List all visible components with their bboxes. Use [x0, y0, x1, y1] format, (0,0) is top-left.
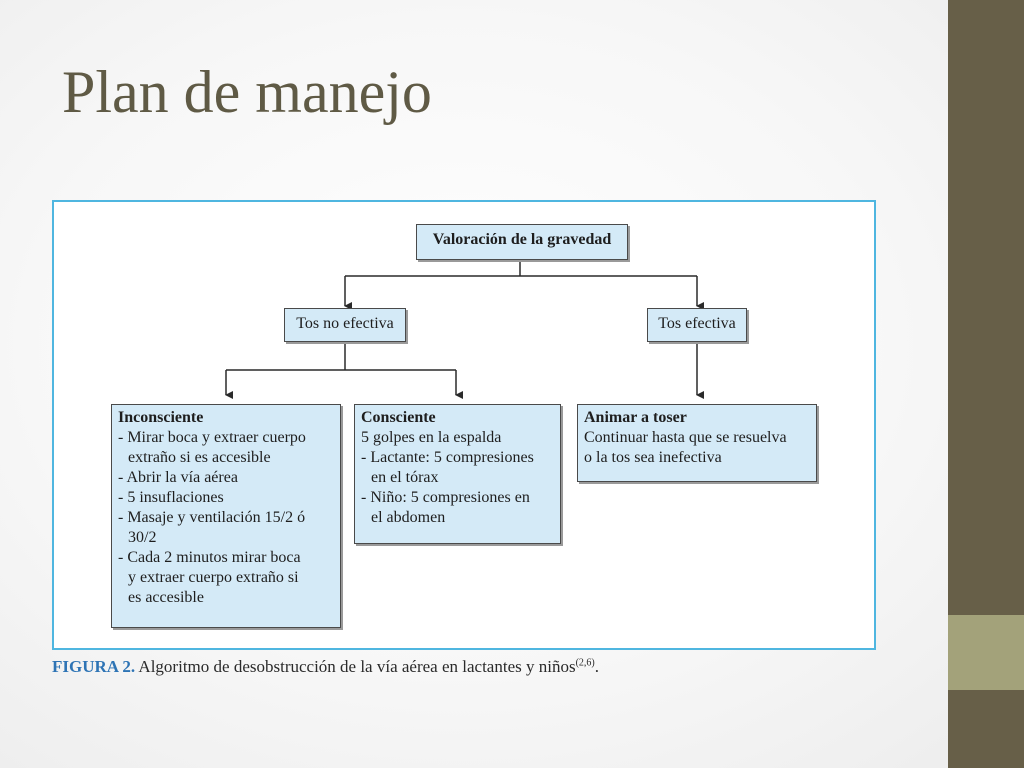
- inconsciente-line: extraño si es accesible: [128, 449, 271, 466]
- figure-caption: FIGURA 2. Algoritmo de desobstrucción de…: [52, 657, 599, 677]
- consciente-line: - Lactante: 5 compresiones: [361, 449, 534, 466]
- inconsciente-heading: Inconsciente: [118, 409, 204, 426]
- inconsciente-line: - Abrir la vía aérea: [118, 469, 238, 486]
- root-node-label: Valoración de la gravedad: [432, 231, 612, 248]
- inconsciente-line: - Masaje y ventilación 15/2 ó: [118, 509, 306, 526]
- inconsciente-line: - Cada 2 minutos mirar boca: [118, 549, 301, 566]
- consciente-line: 5 golpes en la espalda: [361, 429, 502, 446]
- inconsciente-node: Inconsciente - Mirar boca y extraer cuer…: [111, 404, 341, 628]
- animar-a-toser-node: Animar a toser Continuar hasta que se re…: [577, 404, 817, 482]
- consciente-node: Consciente 5 golpes en la espalda - Lact…: [354, 404, 561, 544]
- inconsciente-line: - Mirar boca y extraer cuerpo: [118, 429, 306, 446]
- inconsciente-line: es accesible: [128, 589, 204, 606]
- consciente-heading: Consciente: [361, 409, 436, 426]
- caption-reference: (2,6): [575, 657, 595, 669]
- tos-no-efectiva-node: Tos no efectiva: [284, 308, 406, 342]
- side-accent-block: [948, 615, 1024, 690]
- figure-frame: Valoración de la gravedad Tos no efectiv…: [52, 200, 876, 650]
- animar-a-toser-heading: Animar a toser: [584, 409, 687, 426]
- tos-efectiva-label: Tos efectiva: [658, 315, 736, 332]
- connector-lines: [225, 260, 704, 399]
- inconsciente-line: 30/2: [128, 529, 157, 546]
- consciente-line: en el tórax: [371, 469, 439, 486]
- consciente-line: el abdomen: [371, 509, 446, 526]
- inconsciente-line: - 5 insuflaciones: [118, 489, 224, 506]
- animar-a-toser-line: Continuar hasta que se resuelva: [584, 429, 787, 446]
- caption-label: FIGURA 2.: [52, 657, 136, 676]
- tos-no-efectiva-label: Tos no efectiva: [296, 315, 394, 332]
- root-node: Valoración de la gravedad: [416, 224, 628, 260]
- consciente-line: - Niño: 5 compresiones en: [361, 489, 530, 506]
- slide-title: Plan de manejo: [62, 59, 432, 125]
- caption-period: .: [594, 657, 599, 676]
- caption-text: Algoritmo de desobstrucción de la vía aé…: [135, 657, 576, 676]
- animar-a-toser-line: o la tos sea inefectiva: [584, 449, 722, 466]
- inconsciente-line: y extraer cuerpo extraño si: [128, 569, 299, 586]
- tos-efectiva-node: Tos efectiva: [647, 308, 747, 342]
